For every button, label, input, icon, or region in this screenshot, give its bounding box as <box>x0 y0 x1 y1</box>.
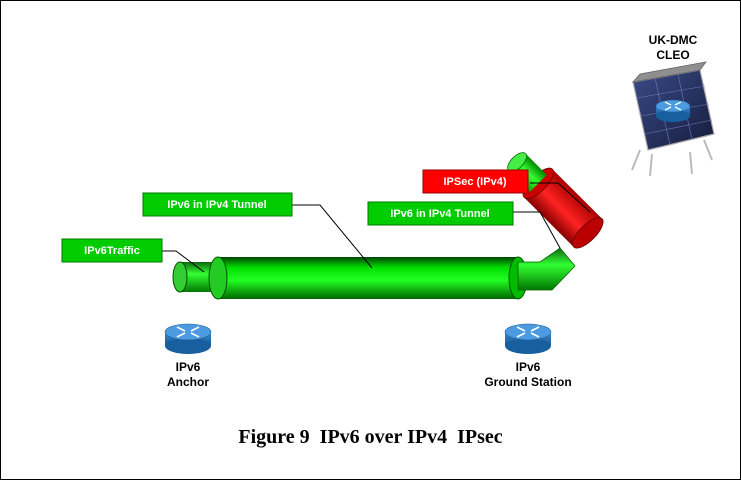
router-anchor-icon <box>164 323 212 354</box>
anchor-label-line2: Anchor <box>167 375 209 389</box>
label-tunnel-right-text: IPv6 in IPv4 Tunnel <box>390 208 489 220</box>
label-tunnel-main-text: IPv6 in IPv4 Tunnel <box>167 199 266 211</box>
leader-lines <box>162 182 591 273</box>
leader-traffic <box>162 250 205 273</box>
label-ipv6-traffic-text: IPv6Traffic <box>84 245 140 257</box>
ipv6-elbow-tube <box>517 247 576 291</box>
label-tunnel-right: IPv6 in IPv4 Tunnel <box>367 201 514 226</box>
leader-tunnel-main <box>292 204 373 269</box>
label-ipsec: IPSec (IPv4) <box>422 169 529 194</box>
leader-ipsec <box>530 182 591 213</box>
router-ground-icon <box>504 323 552 354</box>
label-tunnel-main: IPv6 in IPv4 Tunnel <box>142 192 293 217</box>
ipv4-tunnel-tube <box>208 256 528 300</box>
label-ipv6-traffic: IPv6Traffic <box>61 238 163 263</box>
leader-tunnel-right <box>512 211 561 249</box>
ground-label-line1: IPv6 <box>516 360 541 374</box>
anchor-label-line1: IPv6 <box>176 360 201 374</box>
satellite-label-line1: UK-DMC <box>649 33 698 47</box>
figure-caption: Figure 9 IPv6 over IPv4 IPsec <box>238 426 503 448</box>
label-ipsec-text: IPSec (IPv4) <box>444 176 507 188</box>
satellite-label-line2: CLEO <box>656 48 689 62</box>
ground-label-line2: Ground Station <box>484 375 571 389</box>
satellite-icon <box>631 61 715 177</box>
